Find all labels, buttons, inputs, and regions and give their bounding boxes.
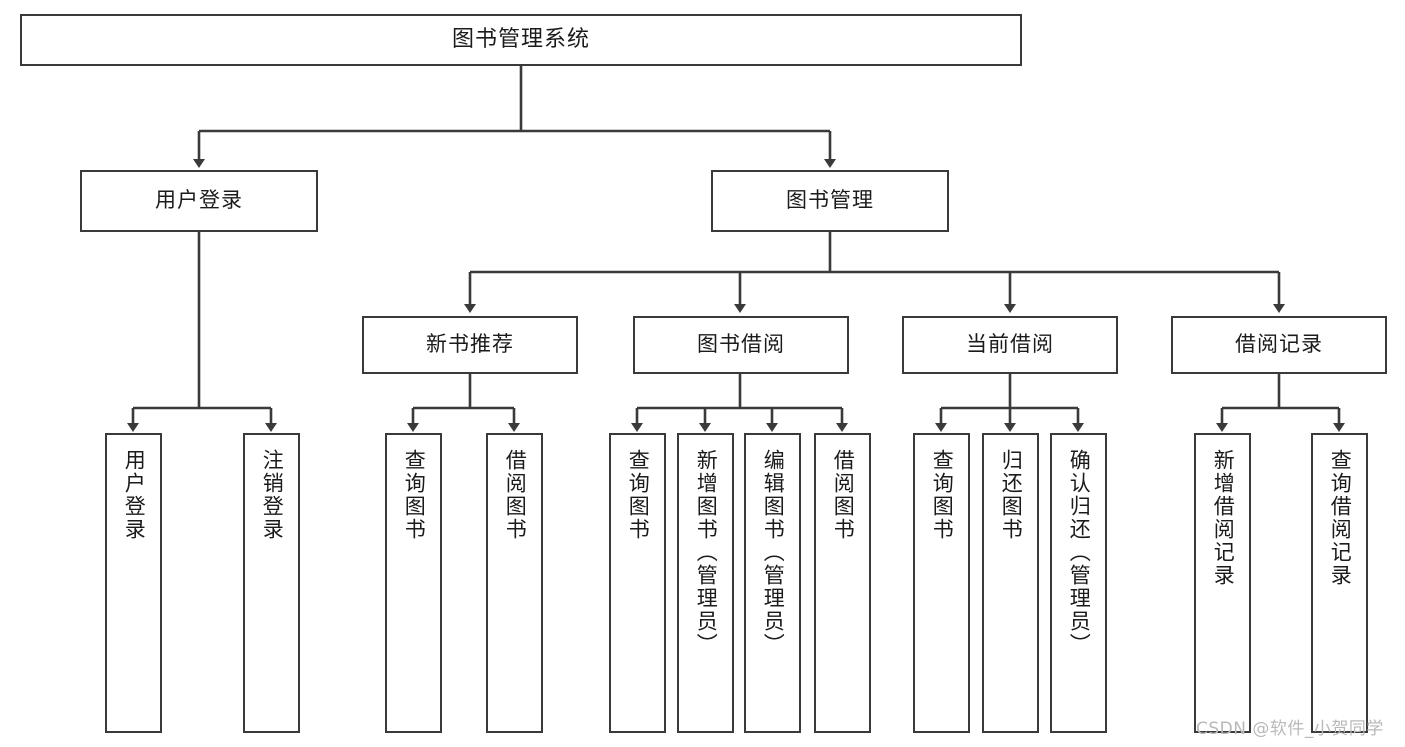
leaf-borrow-records-query[interactable]: 查询借阅记录 (1311, 433, 1368, 733)
node-label: 新书推荐 (426, 332, 514, 357)
node-label: 确认归还（管理员） (1067, 449, 1092, 656)
node-label: 用户登录 (122, 449, 147, 541)
csdn-watermark: CSDN @软件_小贺同学 (1196, 719, 1384, 739)
node-label: 归还图书 (999, 449, 1024, 541)
leaf-borrow-records-add[interactable]: 新增借阅记录 (1194, 433, 1251, 733)
node-root-book-management-system[interactable]: 图书管理系统 (20, 14, 1022, 66)
leaf-book-borrow-borrow[interactable]: 借阅图书 (814, 433, 871, 733)
leaf-new-book-borrow[interactable]: 借阅图书 (486, 433, 543, 733)
node-label: 图书管理 (786, 188, 874, 213)
node-label: 查询图书 (930, 449, 955, 541)
node-label: 新增借阅记录 (1211, 449, 1236, 587)
leaf-current-borrow-return[interactable]: 归还图书 (982, 433, 1039, 733)
leaf-new-book-query[interactable]: 查询图书 (385, 433, 442, 733)
leaf-book-borrow-edit-admin[interactable]: 编辑图书（管理员） (744, 433, 801, 733)
node-label: 查询图书 (626, 449, 651, 541)
node-label: 新增图书（管理员） (694, 449, 719, 656)
node-label: 图书管理系统 (451, 26, 590, 52)
node-label: 用户登录 (155, 188, 243, 213)
node-current-borrow[interactable]: 当前借阅 (902, 316, 1118, 374)
node-label: 借阅图书 (503, 449, 528, 541)
leaf-book-borrow-query[interactable]: 查询图书 (609, 433, 666, 733)
node-book-borrow[interactable]: 图书借阅 (633, 316, 849, 374)
node-label: 查询借阅记录 (1328, 449, 1353, 587)
node-label: 查询图书 (402, 449, 427, 541)
node-label: 注销登录 (260, 449, 285, 541)
node-user-login[interactable]: 用户登录 (80, 170, 318, 232)
node-borrow-records[interactable]: 借阅记录 (1171, 316, 1387, 374)
leaf-current-borrow-query[interactable]: 查询图书 (913, 433, 970, 733)
node-label: 当前借阅 (966, 332, 1054, 357)
leaf-book-borrow-add-admin[interactable]: 新增图书（管理员） (677, 433, 734, 733)
leaf-current-borrow-confirm-admin[interactable]: 确认归还（管理员） (1050, 433, 1107, 733)
node-label: 借阅记录 (1235, 332, 1323, 357)
node-label: 编辑图书（管理员） (761, 449, 786, 656)
node-book-management[interactable]: 图书管理 (711, 170, 949, 232)
leaf-user-login-login[interactable]: 用户登录 (105, 433, 162, 733)
node-new-book-recommend[interactable]: 新书推荐 (362, 316, 578, 374)
node-label: 图书借阅 (697, 332, 785, 357)
node-label: 借阅图书 (831, 449, 856, 541)
leaf-user-login-logout[interactable]: 注销登录 (243, 433, 300, 733)
